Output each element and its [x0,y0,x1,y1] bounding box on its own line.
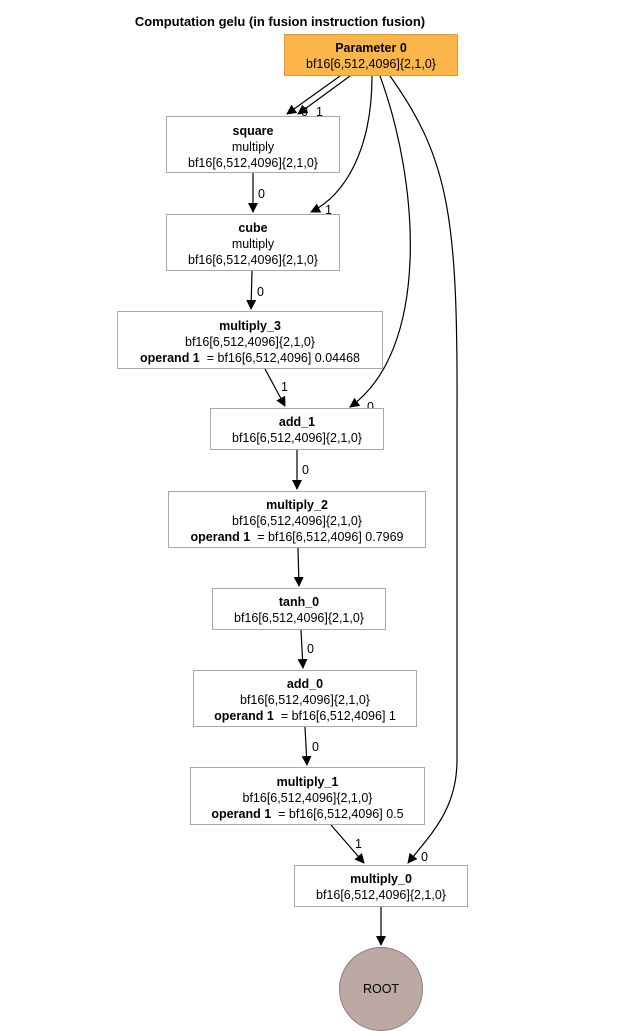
node-operand: operand 1 = bf16[6,512,4096] 1 [194,708,416,724]
node-cube[interactable]: cube multiply bf16[6,512,4096]{2,1,0} [166,214,340,271]
edge-label: 1 [355,837,362,851]
edge-label: 1 [281,380,288,394]
node-multiply-0[interactable]: multiply_0 bf16[6,512,4096]{2,1,0} [294,865,468,907]
operand-value: = bf16[6,512,4096] 1 [280,709,396,723]
node-shape: bf16[6,512,4096]{2,1,0} [232,431,362,445]
node-op: multiply [231,140,275,154]
edge-param-add1 [349,75,411,408]
edge-param-mul0 [389,75,458,864]
node-shape: bf16[6,512,4096]{2,1,0} [234,611,364,625]
edge-label: 0 [421,850,428,864]
node-shape: bf16[6,512,4096]{2,1,0} [240,693,370,707]
node-name: tanh_0 [278,595,320,609]
operand-label: operand 1 [190,530,251,544]
node-add-1[interactable]: add_1 bf16[6,512,4096]{2,1,0} [210,408,384,450]
edge-label: 0 [301,105,308,119]
edge-mul3-add1 [264,368,286,407]
edge-label: 1 [316,105,323,119]
edge-param-cube [310,75,373,213]
node-shape: bf16[6,512,4096]{2,1,0} [242,791,373,805]
node-multiply-3[interactable]: multiply_3 bf16[6,512,4096]{2,1,0} opera… [117,311,383,369]
edge-label: 1 [325,203,332,217]
operand-label: operand 1 [140,351,200,365]
graph-title: Computation gelu (in fusion instruction … [134,14,426,29]
node-parameter-0[interactable]: Parameter 0 bf16[6,512,4096]{2,1,0} [284,34,458,76]
node-operand: operand 1 = bf16[6,512,4096] 0.04468 [118,350,382,366]
node-multiply-1[interactable]: multiply_1 bf16[6,512,4096]{2,1,0} opera… [190,767,425,825]
node-shape: bf16[6,512,4096]{2,1,0} [306,57,436,71]
node-name: multiply_2 [266,498,328,512]
node-name: add_1 [278,415,316,429]
node-shape: bf16[6,512,4096]{2,1,0} [316,888,446,902]
edge-mul2-tanh [293,547,304,587]
node-name: multiply_1 [276,775,339,789]
node-shape: bf16[6,512,4096]{2,1,0} [188,253,318,267]
edge-tanh-add0 [297,629,308,669]
node-name: ROOT [362,982,400,996]
node-shape: bf16[6,512,4096]{2,1,0} [185,335,315,349]
node-add-0[interactable]: add_0 bf16[6,512,4096]{2,1,0} operand 1 … [193,670,417,727]
operand-value: = bf16[6,512,4096] 0.5 [278,807,404,821]
node-op: multiply [231,237,275,251]
node-shape: bf16[6,512,4096]{2,1,0} [188,156,318,170]
node-operand: operand 1 = bf16[6,512,4096] 0.5 [191,806,424,822]
operand-label: operand 1 [211,807,272,821]
edge-label: 0 [312,740,319,754]
edge-param-square-1 [297,75,351,115]
edge-label: 0 [367,400,374,414]
edge-label: 0 [307,642,314,656]
node-tanh-0[interactable]: tanh_0 bf16[6,512,4096]{2,1,0} [212,588,386,630]
node-name: square [232,124,274,138]
edge-param-square-0 [286,75,341,115]
node-operand: operand 1 = bf16[6,512,4096] 0.7969 [169,529,425,545]
edge-label: 0 [302,463,309,477]
operand-value: = bf16[6,512,4096] 0.7969 [257,530,404,544]
node-name: multiply_3 [219,319,281,333]
node-name: multiply_0 [350,872,412,886]
node-multiply-2[interactable]: multiply_2 bf16[6,512,4096]{2,1,0} opera… [168,491,426,548]
node-square[interactable]: square multiply bf16[6,512,4096]{2,1,0} [166,116,340,173]
operand-label: operand 1 [214,709,274,723]
node-shape: bf16[6,512,4096]{2,1,0} [232,514,362,528]
edge-add0-mul1 [301,726,312,766]
node-root[interactable]: ROOT [339,947,423,1031]
edge-label: 0 [257,285,264,299]
edge-mul1-mul0 [330,824,365,864]
node-name: cube [238,221,268,235]
edge-label: 0 [258,187,265,201]
operand-value: = bf16[6,512,4096] 0.04468 [206,351,360,365]
node-name: add_0 [286,677,324,691]
edge-cube-mul3 [246,270,257,310]
node-name: Parameter 0 [335,41,407,55]
